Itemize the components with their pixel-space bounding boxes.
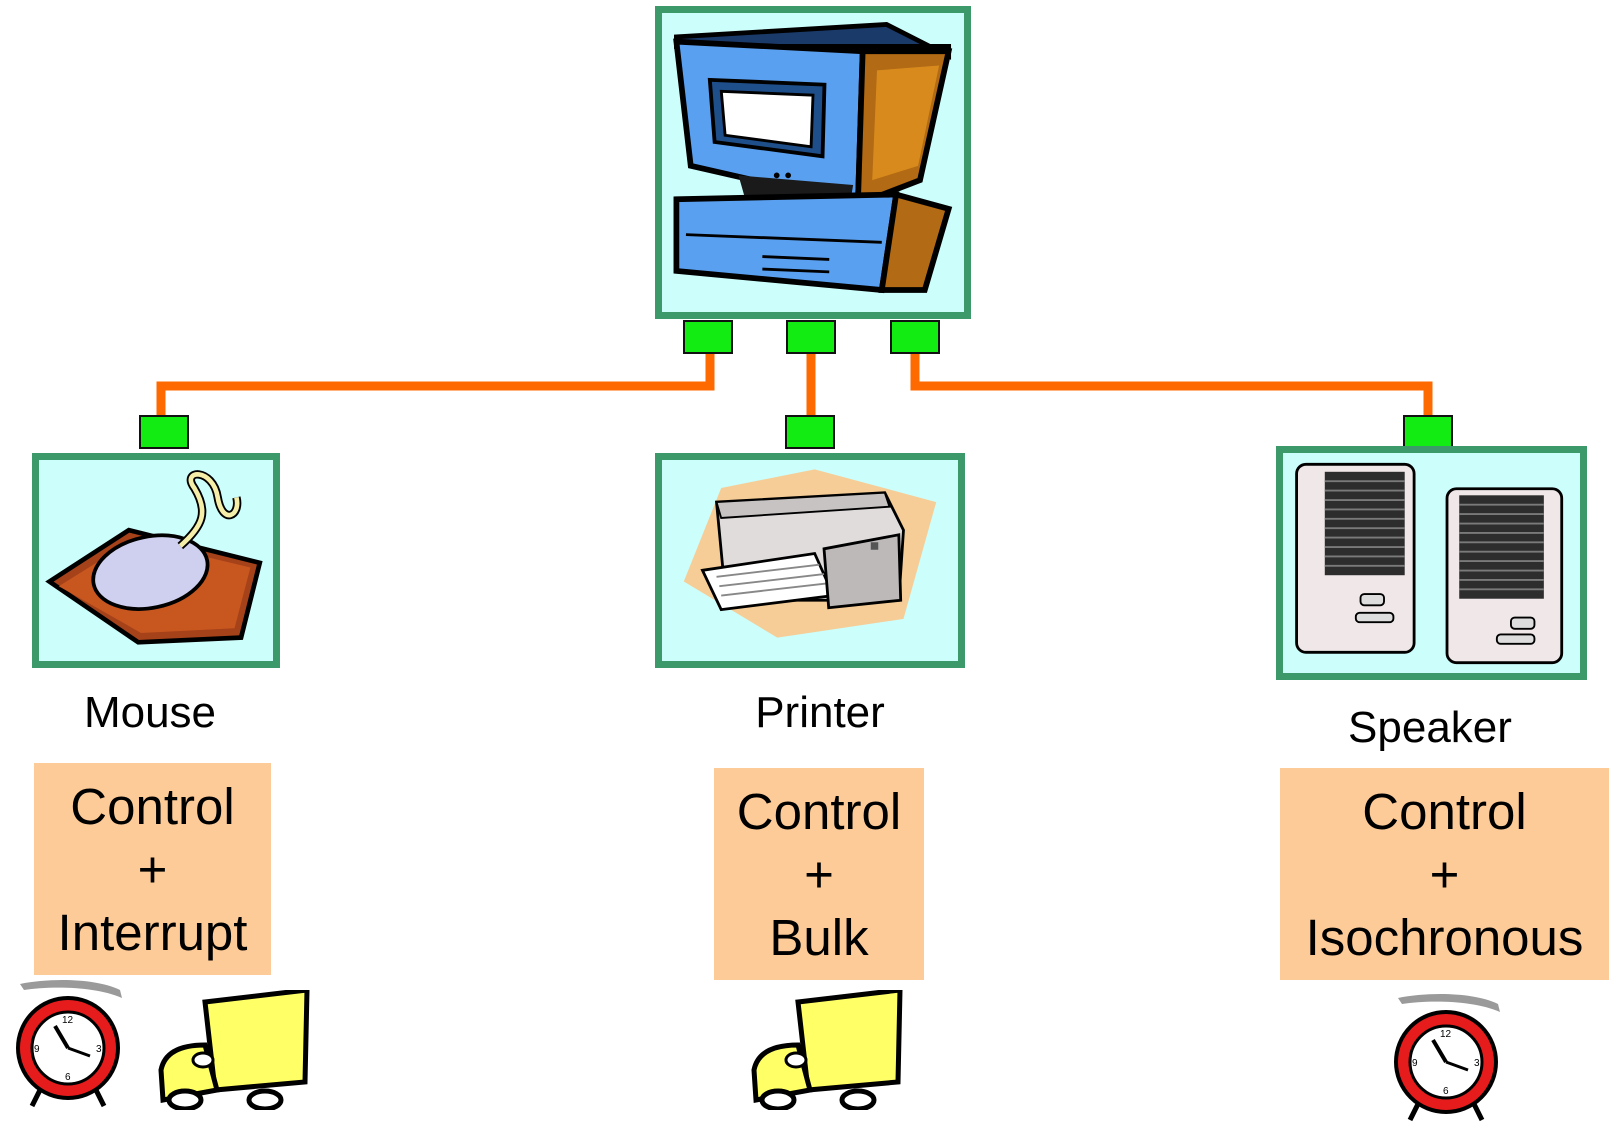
truck-icon (158, 990, 310, 1110)
host-port-2 (786, 320, 836, 354)
printer-frame (655, 453, 965, 668)
printer-transfer-plus: + (804, 845, 834, 903)
svg-text:9: 9 (34, 1044, 40, 1055)
svg-text:6: 6 (65, 1072, 71, 1083)
speaker-port (1403, 415, 1453, 449)
host-port-3 (890, 320, 940, 354)
cable-speaker (910, 352, 1433, 419)
printer-label: Printer (755, 688, 885, 737)
alarm-clock-icon: 12 3 9 6 (16, 980, 122, 1108)
speaker-transfer-plus: + (1429, 845, 1460, 903)
mouse-transfer-plus: + (137, 840, 168, 898)
printer-transfer-type-2: Bulk (769, 908, 869, 966)
svg-text:12: 12 (1440, 1029, 1452, 1040)
printer-icon (683, 469, 937, 638)
svg-text:3: 3 (96, 1044, 102, 1055)
truck-icon (751, 990, 903, 1110)
mouse-frame (32, 453, 280, 668)
printer-port (785, 415, 835, 449)
svg-text:12: 12 (62, 1015, 74, 1026)
speaker-transfer-type: Control (1362, 782, 1527, 840)
mouse-transfer-box: Control + Interrupt (34, 763, 271, 975)
mouse-port (139, 415, 189, 449)
mouse-icon (45, 470, 263, 645)
cable-mouse (156, 352, 715, 419)
mouse-transfer-type: Control (70, 777, 235, 835)
svg-text:6: 6 (1443, 1086, 1449, 1097)
printer-transfer-box: Control + Bulk (714, 768, 924, 980)
host-port-1 (683, 320, 733, 354)
speaker-frame (1276, 446, 1587, 680)
host-computer-frame (655, 6, 971, 319)
svg-text:3: 3 (1474, 1058, 1480, 1069)
mouse-transfer-type-2: Interrupt (57, 903, 248, 961)
mouse-label: Mouse (83, 688, 217, 737)
speaker-transfer-box: Control + Isochronous (1280, 768, 1609, 980)
printer-transfer-type: Control (736, 782, 902, 840)
alarm-clock-icon: 12 3 9 6 (1394, 994, 1500, 1122)
svg-text:9: 9 (1412, 1058, 1418, 1069)
computer-icon (673, 22, 953, 294)
speaker-transfer-type-2: Isochronous (1305, 908, 1584, 966)
speaker-icon (1295, 462, 1564, 665)
speaker-label: Speaker (1348, 703, 1512, 752)
